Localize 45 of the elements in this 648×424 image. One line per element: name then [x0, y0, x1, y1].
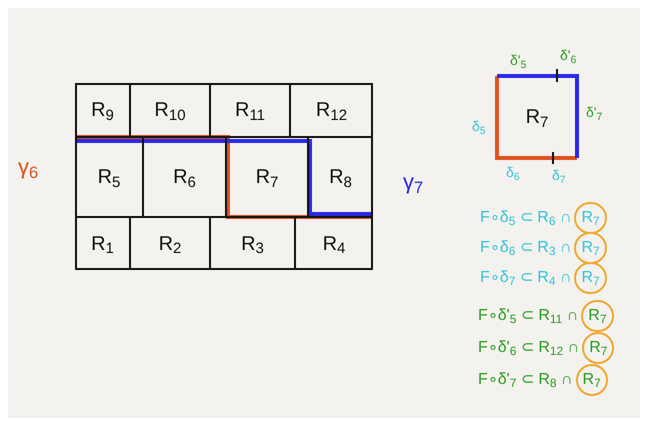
curve-label: γ$_{7}$	[403, 168, 424, 198]
region-label: R$_{12}$	[316, 98, 348, 125]
boundary-label: δ$_{5}$	[472, 117, 486, 137]
region-cell	[75, 83, 130, 137]
region-label: R$_{4}$	[322, 232, 346, 258]
curve-label: γ$_{6}$	[18, 153, 38, 183]
boundary-label: δ'$_{7}$	[586, 103, 602, 123]
boundary-label: δ$_{7}$	[552, 166, 566, 186]
region-label: R$_{7}$	[526, 105, 548, 132]
region-label: R$_{1}$	[91, 232, 114, 258]
boundary-label: δ'$_{6}$	[560, 46, 576, 66]
boundary-label: δ'$_{5}$	[510, 51, 526, 71]
region-label: R$_{10}$	[154, 98, 186, 125]
circled-term: R$_{7}$	[574, 262, 607, 294]
region-cell	[75, 217, 130, 270]
region-label: R$_{7}$	[256, 165, 278, 192]
circled-term: R$_{7}$	[576, 364, 608, 396]
region-cell	[290, 83, 373, 137]
circled-term: R$_{7}$	[574, 202, 607, 234]
formula: F∘δ$_{6}$ ⊂ R$_{3}$ ∩	[480, 238, 572, 260]
region-cell	[308, 137, 373, 217]
region-label: R$_{11}$	[234, 98, 266, 125]
boundary-label: δ$_{6}$	[506, 163, 520, 183]
region-label: R$_{2}$	[158, 232, 182, 258]
region-cell	[130, 83, 210, 137]
region-label: R$_{9}$	[91, 98, 114, 125]
region-label: R$_{8}$	[329, 165, 352, 192]
region-cell	[210, 217, 295, 270]
region-cell	[210, 83, 290, 137]
region-cell	[143, 137, 226, 217]
region-cell	[75, 137, 143, 217]
region-cell	[295, 217, 373, 270]
circled-term: R$_{7}$	[581, 300, 614, 332]
circled-term: R$_{7}$	[582, 332, 614, 364]
formula: F∘δ'$_{7}$ ⊂ R$_{8}$ ∩	[478, 370, 573, 392]
region-cell	[130, 217, 210, 270]
region-label: R$_{3}$	[241, 232, 264, 258]
region-label: R$_{5}$	[98, 165, 120, 192]
formula: F∘δ'$_{6}$ ⊂ R$_{12}$ ∩	[478, 338, 580, 360]
region-cell	[226, 137, 308, 217]
region-label: R$_{6}$	[173, 165, 196, 192]
formula: F∘δ$_{5}$ ⊂ R$_{6}$ ∩	[480, 208, 572, 230]
formula: F∘δ'$_{5}$ ⊂ R$_{11}$ ∩	[478, 306, 578, 328]
circled-term: R$_{7}$	[574, 232, 607, 264]
formula: F∘δ$_{7}$ ⊂ R$_{4}$ ∩	[480, 268, 572, 290]
